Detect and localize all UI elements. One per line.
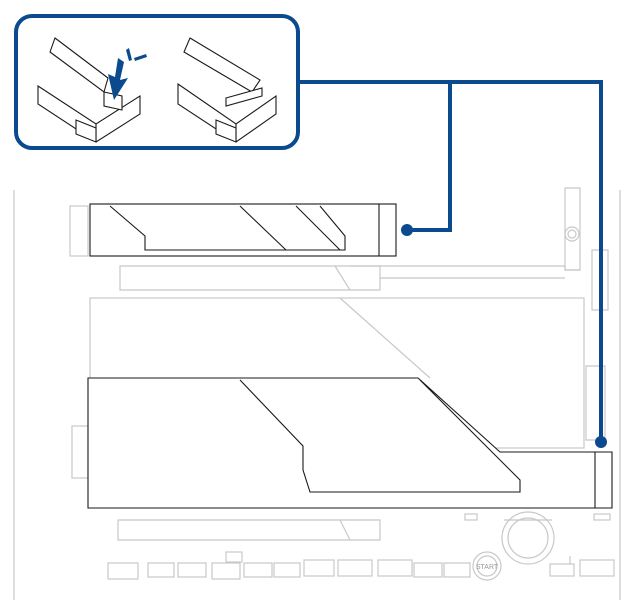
callout-lines (298, 80, 607, 448)
m2-heatsink-bottom (87, 377, 613, 509)
latch-push-illustration (37, 37, 147, 143)
push-arrow-icon (108, 58, 128, 100)
bottom-headers (107, 513, 615, 580)
start-button: START (472, 551, 502, 581)
pcie-slot-bottom (117, 519, 381, 541)
start-button-label: START (476, 564, 499, 571)
pcie-slot-top (119, 265, 580, 291)
inset-detail (14, 14, 300, 150)
cmos-battery (501, 511, 555, 565)
callout-dot-bottom (595, 436, 607, 448)
latch-locked-illustration (177, 37, 277, 143)
left-connectors (69, 205, 89, 479)
callout-dot-top (401, 224, 413, 236)
m2-heatsink-top (89, 203, 397, 257)
